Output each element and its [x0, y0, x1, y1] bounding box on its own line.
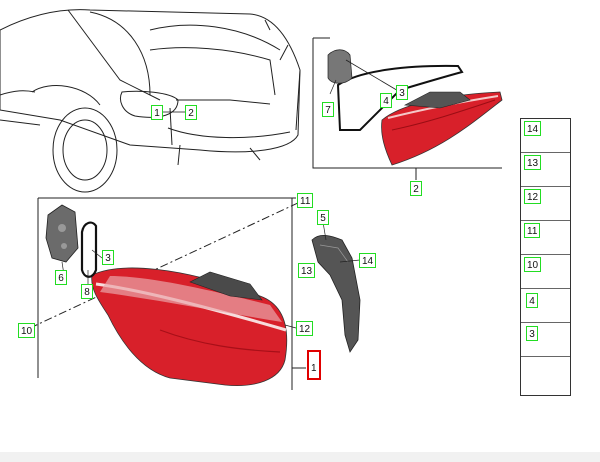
- callout-inner-group-2[interactable]: 2: [410, 181, 422, 196]
- callout-main-12[interactable]: 12: [296, 321, 314, 336]
- callout-inner-7[interactable]: 7: [322, 102, 334, 117]
- callout-main-1-selected[interactable]: 1: [307, 350, 321, 380]
- callout-main-3[interactable]: 3: [102, 250, 114, 265]
- callout-car-1[interactable]: 1: [151, 105, 163, 120]
- parts-list-row[interactable]: [521, 289, 570, 323]
- tail-lamp-inner-icon: [327, 49, 503, 166]
- callout-main-14[interactable]: 14: [359, 253, 377, 268]
- leader-lines: [61, 79, 405, 329]
- parts-list-label-11[interactable]: 11: [524, 223, 541, 238]
- callout-main-11[interactable]: 11: [297, 193, 314, 208]
- callout-main-13[interactable]: 13: [298, 263, 316, 278]
- callout-car-2[interactable]: 2: [185, 105, 197, 120]
- gasket-icon: [80, 221, 98, 278]
- parts-list-row[interactable]: [521, 357, 570, 391]
- parts-list-row[interactable]: [521, 221, 570, 255]
- callout-main-5[interactable]: 5: [317, 210, 329, 225]
- parts-list-row[interactable]: [521, 119, 570, 153]
- parts-list-label-14[interactable]: 14: [524, 121, 542, 136]
- parts-list-row[interactable]: [521, 153, 570, 187]
- parts-list-label-3[interactable]: 3: [526, 326, 538, 341]
- parts-list-label-12[interactable]: 12: [524, 189, 542, 204]
- parts-list-label-4[interactable]: 4: [526, 293, 538, 308]
- lamp-holder-icon: [45, 204, 79, 263]
- callout-main-10[interactable]: 10: [18, 323, 36, 338]
- parts-list-row[interactable]: [521, 187, 570, 221]
- inner-lamp-group-frame: [312, 37, 502, 180]
- bottom-scrollbar-strip: [0, 452, 600, 462]
- outer-lamp-group-frame: [29, 197, 306, 390]
- parts-list-row[interactable]: [521, 255, 570, 289]
- callout-inner-4[interactable]: 4: [380, 93, 392, 108]
- parts-list-label-10[interactable]: 10: [524, 257, 542, 272]
- callout-main-8[interactable]: 8: [81, 284, 93, 299]
- parts-list-label-13[interactable]: 13: [524, 155, 542, 170]
- car-rear-outline-icon: [0, 9, 301, 193]
- callout-main-6[interactable]: 6: [55, 270, 67, 285]
- callout-inner-3[interactable]: 3: [396, 85, 408, 100]
- bracket-icon: [311, 235, 361, 353]
- tail-lamp-outer-icon: [91, 267, 288, 386]
- parts-list-row[interactable]: [521, 323, 570, 357]
